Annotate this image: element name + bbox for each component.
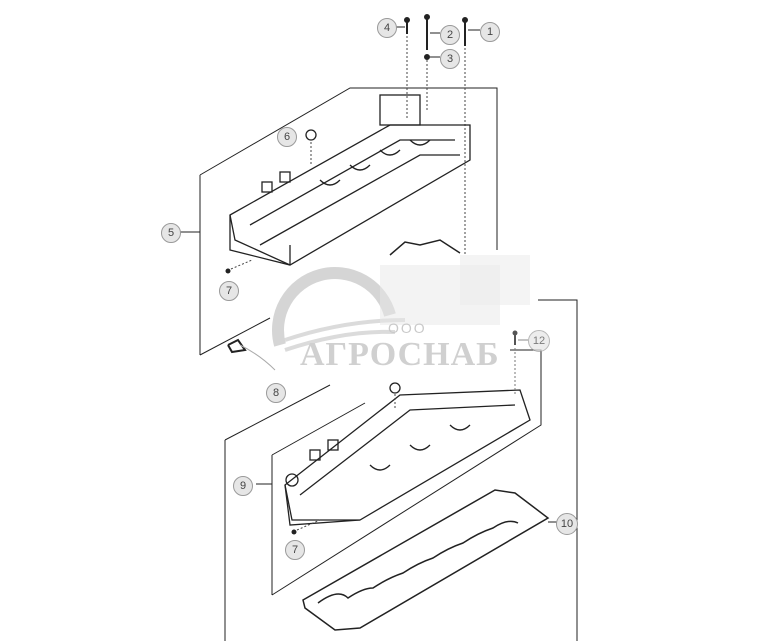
bolts-top bbox=[396, 14, 480, 60]
watermark-logo bbox=[272, 255, 530, 352]
callout-10: 10 bbox=[556, 513, 578, 535]
callout-7-upper: 7 bbox=[219, 281, 239, 301]
watermark-name: АГРОСНАБ bbox=[300, 336, 500, 373]
callout-1: 1 bbox=[480, 22, 500, 42]
callout-8: 8 bbox=[266, 383, 286, 403]
screw-7-upper bbox=[225, 259, 253, 274]
lower-ladder-frame bbox=[284, 382, 531, 526]
screw-7-lower bbox=[291, 519, 321, 535]
callout-6: 6 bbox=[277, 127, 297, 147]
gasket-10 bbox=[302, 489, 557, 631]
callout-7-lower: 7 bbox=[285, 540, 305, 560]
bolt-12 bbox=[512, 330, 528, 395]
callout-3: 3 bbox=[440, 49, 460, 69]
bolt-leader-lines bbox=[310, 36, 466, 255]
callout-12: 12 bbox=[528, 330, 550, 352]
upper-assembly-frame bbox=[180, 87, 498, 356]
callout-5: 5 bbox=[161, 223, 181, 243]
callout-4: 4 bbox=[377, 18, 397, 38]
upper-ladder-frame bbox=[229, 94, 471, 266]
callout-9: 9 bbox=[233, 476, 253, 496]
watermark-prefix: ООО bbox=[388, 320, 427, 336]
callout-2: 2 bbox=[440, 25, 460, 45]
lower-assembly-frame bbox=[224, 299, 578, 641]
seal-8 bbox=[227, 338, 276, 371]
upper-gasket bbox=[389, 239, 461, 256]
